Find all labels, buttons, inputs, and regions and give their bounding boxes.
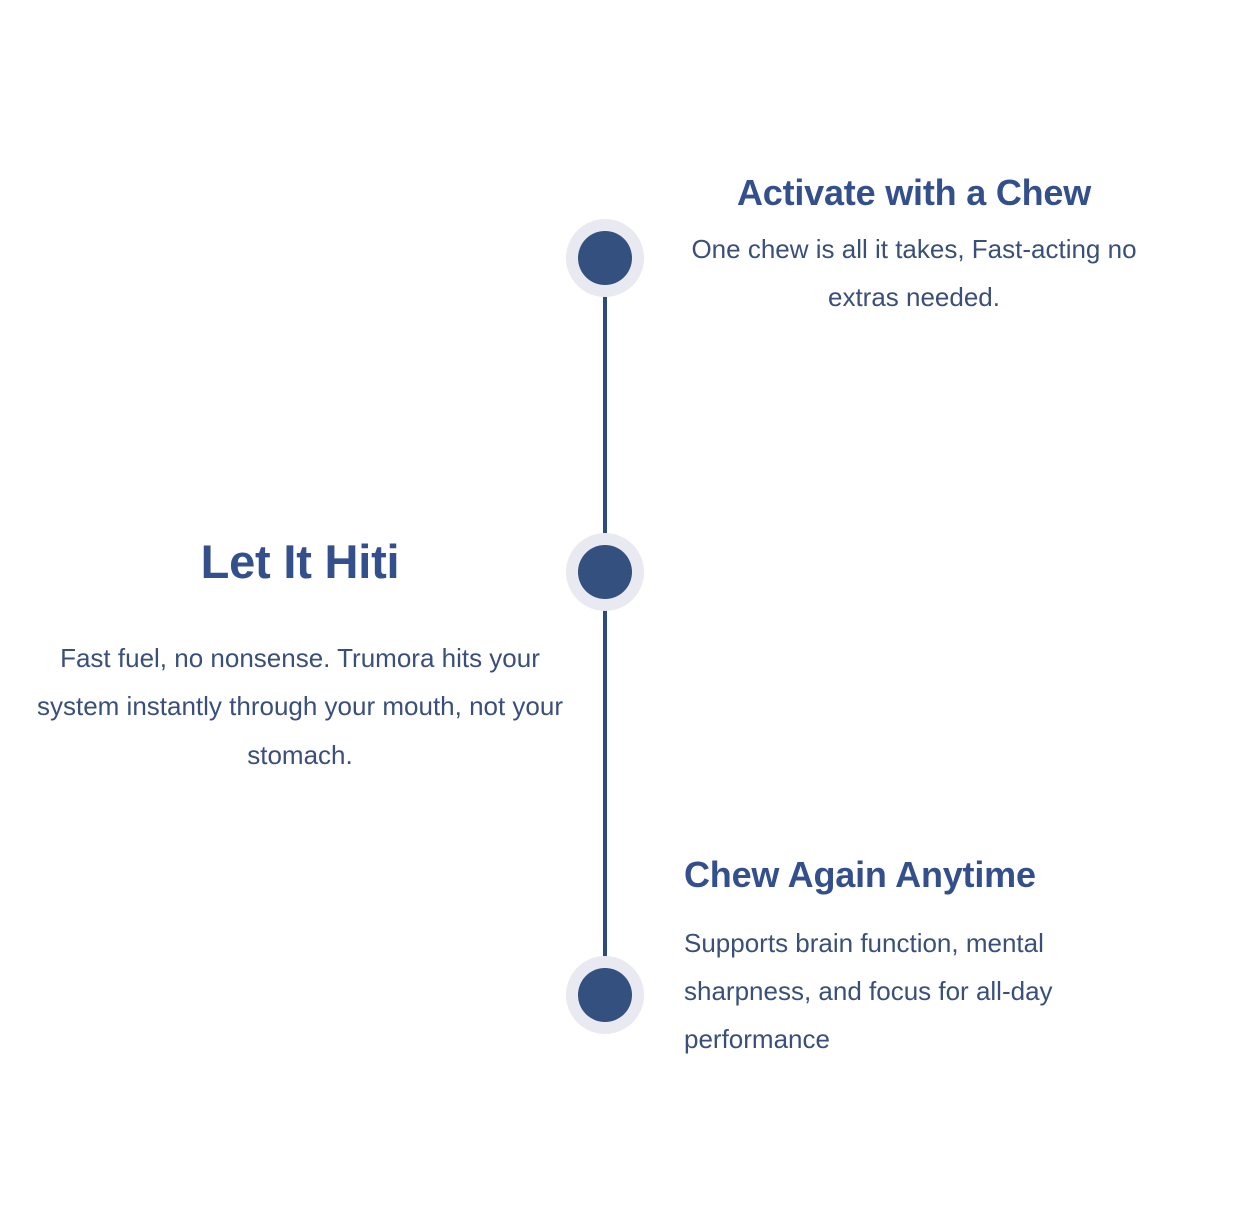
timeline-node-marker-3[interactable] [566,956,644,1034]
step-body-chew-again: Supports brain function, mental sharpnes… [684,928,1053,1055]
step-heading-activate: Activate with a Chew [736,172,1092,213]
step-heading-let-it-hit: Let It Hiti [200,535,400,588]
timeline-connector-line [603,258,607,998]
step-block-chew-again: Chew Again Anytime Supports brain functi… [684,852,1154,1063]
step-body-let-it-hit: Fast fuel, no nonsense. Trumora hits you… [36,643,564,770]
timeline-node-marker-1[interactable] [566,219,644,297]
step-block-let-it-hit: Let It Hiti Fast fuel, no nonsense. Trum… [10,534,590,779]
timeline-node-marker-2[interactable] [566,533,644,611]
step-block-activate: Activate with a Chew One chew is all it … [650,170,1178,321]
step-body-activate: One chew is all it takes, Fast-acting no… [691,234,1137,313]
step-heading-chew-again: Chew Again Anytime [684,854,1036,895]
